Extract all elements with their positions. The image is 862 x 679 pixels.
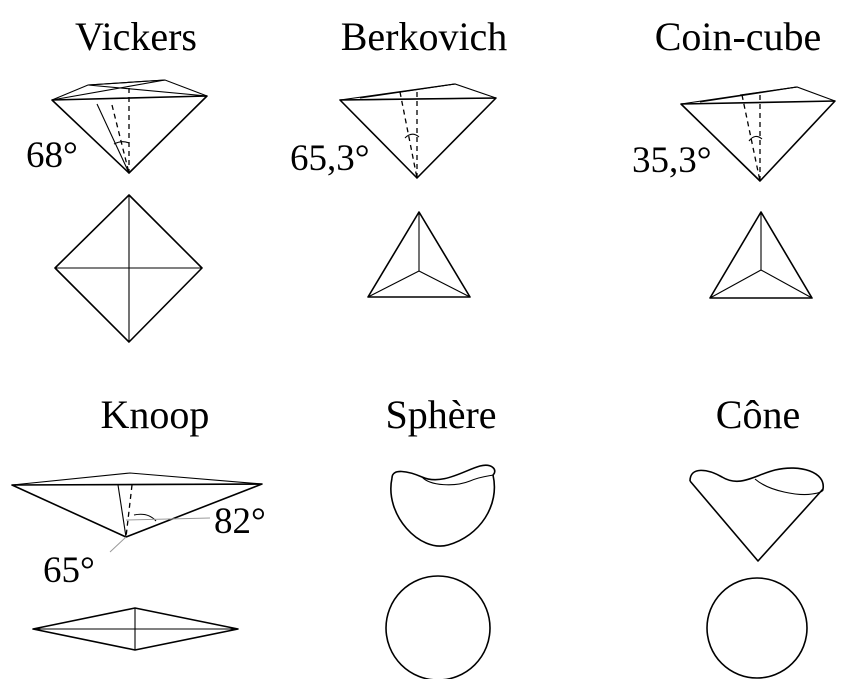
vickers-angle-label: 68° [26,135,78,176]
coin-cube-angle-label: 35,3° [632,140,712,181]
berkovich-top-view [367,211,471,298]
vickers-panel: Vickers 68° [26,14,208,343]
knoop-side-view [11,472,263,553]
sphere-panel: Sphère [385,392,497,679]
berkovich-panel: Berkovich 65,3° [290,14,508,298]
cone-side-view [689,467,824,562]
sphere-title: Sphère [385,392,496,437]
coin-cube-side-view [680,86,836,182]
coin-cube-panel: Coin-cube 35,3° [632,14,836,299]
cone-top-view [706,577,808,679]
knoop-panel: Knoop 82° 65° [11,392,266,651]
knoop-angle-65-label: 65° [43,550,95,591]
cone-panel: Cône [689,392,824,679]
coin-cube-title: Coin-cube [655,14,822,59]
knoop-title: Knoop [101,392,210,437]
vickers-top-view [54,194,203,343]
coin-cube-top-view [709,211,813,299]
berkovich-title: Berkovich [341,14,508,59]
vickers-title: Vickers [75,14,197,59]
cone-title: Cône [716,392,800,437]
berkovich-side-view [339,83,497,179]
knoop-top-view [32,607,239,651]
sphere-side-view [390,464,496,547]
vickers-side-view [51,79,208,174]
berkovich-angle-label: 65,3° [290,138,370,179]
knoop-angle-82-label: 82° [214,501,266,542]
sphere-top-view [385,575,491,679]
